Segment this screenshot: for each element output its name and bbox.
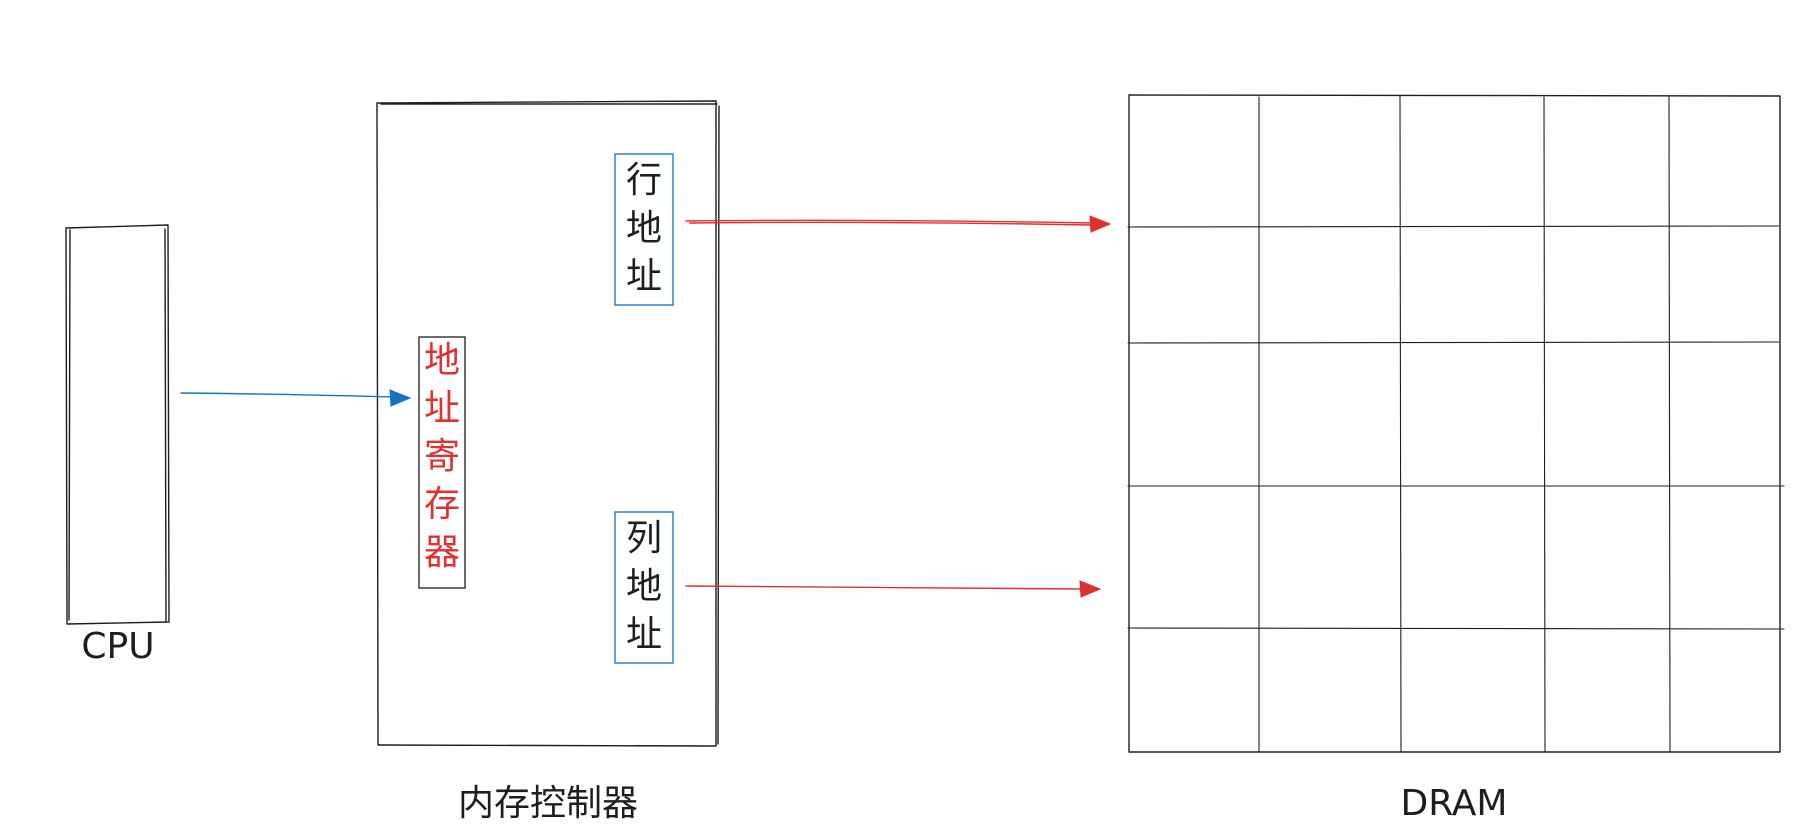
row-address-arrow — [685, 215, 1112, 233]
row-address-box: 行 地 址 — [614, 153, 674, 306]
dram-grid — [1127, 94, 1785, 753]
column-address-char: 列 — [626, 518, 662, 559]
address-register-char: 寄 — [424, 436, 460, 477]
address-register-char: 址 — [424, 388, 460, 429]
row-address-char: 址 — [626, 256, 662, 297]
address-register-char: 器 — [424, 532, 460, 573]
cpu-block — [65, 224, 170, 625]
column-address-char: 地 — [626, 566, 662, 607]
memory-controller-block — [376, 100, 720, 747]
column-address-box: 列 地 址 — [614, 511, 674, 664]
memory-controller-label: 内存控制器 — [458, 783, 638, 824]
cpu-label: CPU — [81, 626, 154, 667]
row-address-char: 行 — [626, 160, 662, 201]
column-address-arrow — [685, 580, 1102, 598]
address-register-char: 存 — [424, 484, 460, 525]
address-register-char: 地 — [424, 340, 460, 381]
dram-label: DRAM — [1401, 783, 1508, 824]
cpu-to-register-arrow — [180, 389, 412, 407]
address-register-box: 地 址 寄 存 器 — [418, 336, 466, 589]
row-address-char: 地 — [626, 208, 662, 249]
column-address-char: 址 — [626, 614, 662, 655]
